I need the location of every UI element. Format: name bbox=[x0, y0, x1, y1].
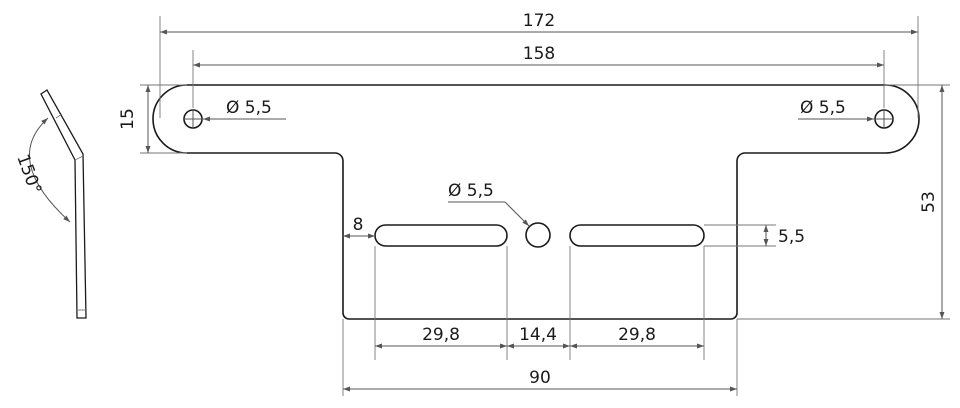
dim-overall-width: 172 bbox=[159, 11, 919, 118]
dim-slot-chain: 29,8 14,4 29,8 bbox=[374, 246, 705, 360]
right-hole-callout: Ø 5,5 bbox=[798, 98, 894, 128]
center-hole-diameter-label: Ø 5,5 bbox=[448, 181, 494, 201]
dim-slot-gap-label: 14,4 bbox=[519, 325, 557, 345]
bracket-outline bbox=[152, 84, 920, 320]
center-hole bbox=[525, 222, 551, 248]
dim-total-height-label: 53 bbox=[919, 191, 939, 213]
dim-lower-width: 90 bbox=[342, 319, 738, 396]
dim-slot-height: 5,5 bbox=[704, 224, 805, 247]
left-slot bbox=[374, 224, 508, 247]
right-slot bbox=[569, 224, 705, 247]
right-hole-diameter-label: Ø 5,5 bbox=[800, 98, 846, 118]
dim-overall-width-label: 172 bbox=[523, 11, 555, 31]
bend-angle-label: 150° bbox=[12, 152, 45, 197]
dim-slot-offset-label: 8 bbox=[353, 215, 364, 235]
dim-slot-height-label: 5,5 bbox=[778, 227, 805, 247]
bend-angle-arc bbox=[28, 117, 71, 223]
dim-slot-offset: 8 bbox=[343, 215, 375, 239]
dim-hole-spacing-label: 158 bbox=[523, 44, 555, 64]
side-profile bbox=[40, 89, 87, 319]
side-view: 150° bbox=[12, 89, 87, 319]
dim-total-height: 53 bbox=[737, 84, 950, 320]
dim-lower-width-label: 90 bbox=[529, 368, 551, 388]
dim-left-slot-length-label: 29,8 bbox=[422, 325, 460, 345]
dim-right-slot-length-label: 29,8 bbox=[618, 325, 656, 345]
center-hole-callout: Ø 5,5 bbox=[448, 181, 530, 227]
dim-ear-height-label: 15 bbox=[118, 108, 138, 130]
left-hole-diameter-label: Ø 5,5 bbox=[226, 98, 272, 118]
left-hole-callout: Ø 5,5 bbox=[184, 98, 286, 128]
dim-ear-height: 15 bbox=[118, 84, 187, 154]
dim-hole-spacing: 158 bbox=[192, 44, 885, 108]
